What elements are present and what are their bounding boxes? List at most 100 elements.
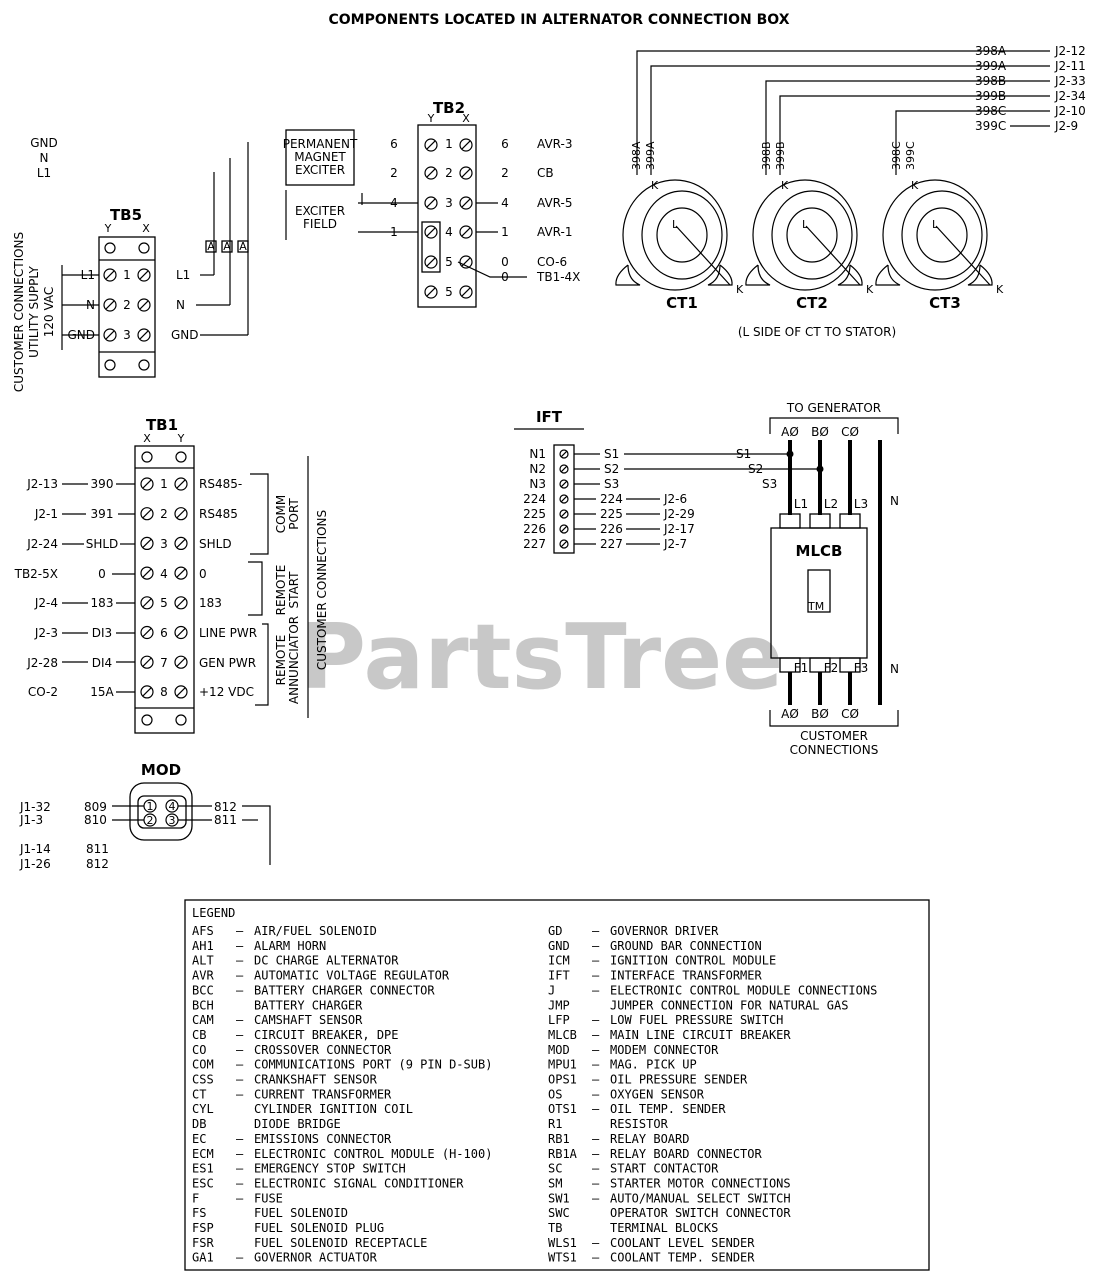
- tb1-row-src: J2-28: [26, 656, 58, 670]
- tb1-row-num: 4: [160, 567, 168, 581]
- mod-left-wire: 809: [84, 800, 107, 814]
- legend-abbr: ESC: [192, 1177, 214, 1191]
- terminal-screw-icon: [459, 138, 473, 152]
- legend-abbr: RB1A: [548, 1147, 578, 1161]
- terminal-screw-icon: [137, 328, 151, 342]
- mlcb-bottom-label: F1: [794, 661, 809, 675]
- legend-abbr: CYL: [192, 1102, 214, 1116]
- tb2-row-num: 3: [445, 196, 453, 210]
- legend-abbr: ALT: [192, 954, 214, 968]
- legend-abbr: ES1: [192, 1162, 214, 1176]
- tb1-row-num: 2: [160, 507, 168, 521]
- tb1-row-right: +12 VDC: [199, 685, 254, 699]
- legend-abbr: CT: [192, 1087, 206, 1101]
- legend-dash: –: [592, 1191, 600, 1205]
- terminal-screw-icon: [140, 507, 154, 521]
- tb1-row-num: 5: [160, 596, 168, 610]
- legend-desc: BATTERY CHARGER CONNECTOR: [254, 983, 435, 997]
- legend-desc: GOVERNOR DRIVER: [610, 924, 719, 938]
- ct2-label: CT2: [796, 294, 828, 312]
- tb1-row-src: J2-4: [34, 596, 58, 610]
- tb2-row-left: 2: [390, 166, 398, 180]
- legend-abbr: SWC: [548, 1206, 570, 1220]
- terminal-screws: [103, 138, 569, 699]
- terminal-screw-icon: [424, 166, 438, 180]
- legend-desc: AUTOMATIC VOLTAGE REGULATOR: [254, 969, 450, 983]
- mod-connector-body: [129, 782, 193, 841]
- terminal-screw-icon: [140, 596, 154, 610]
- ift-row-dest: J2-17: [663, 522, 695, 536]
- legend-desc: MODEM CONNECTOR: [610, 1043, 719, 1057]
- customer-connections-label: CONNECTIONS: [790, 743, 879, 757]
- tb1-customer-connections: CUSTOMER CONNECTIONS: [315, 510, 329, 670]
- tb2-row-wire: 2: [501, 166, 509, 180]
- ift-row-dest: J2-7: [663, 537, 687, 551]
- legend-desc: RELAY BOARD: [610, 1132, 689, 1146]
- terminal-screw-icon: [140, 655, 154, 669]
- tb1-row-num: 3: [160, 537, 168, 551]
- terminal-screw-icon: [459, 225, 473, 239]
- legend-dash: –: [236, 1147, 244, 1161]
- terminal-screw-icon: [103, 268, 117, 282]
- legend-dash: –: [592, 1147, 600, 1161]
- legend-desc: EMISSIONS CONNECTOR: [254, 1132, 392, 1146]
- legend-desc: CYLINDER IGNITION COIL: [254, 1102, 413, 1116]
- mod-pin: 3: [169, 814, 176, 827]
- tb2-row-wire: 0: [501, 255, 509, 269]
- ct2-wire-1: 398B: [760, 141, 773, 170]
- legend-abbr: AH1: [192, 939, 214, 953]
- legend-abbr: BCC: [192, 983, 214, 997]
- legend-dash: –: [236, 1191, 244, 1205]
- legend-dash: –: [236, 1251, 244, 1265]
- legend-desc: COOLANT LEVEL SENDER: [610, 1236, 755, 1250]
- tb1-section: TB1 X Y J2-13 390 1 RS485- J2-1 391 2 RS…: [14, 416, 329, 734]
- ct1-k-top: K: [651, 179, 659, 192]
- terminal-screw-icon: [174, 507, 188, 521]
- legend-desc: RESISTOR: [610, 1117, 669, 1131]
- mlcb-bottom-label: F2: [824, 661, 839, 675]
- ct-wire-dest: J2-34: [1054, 89, 1086, 103]
- ct3-k: K: [996, 283, 1004, 296]
- legend-title: LEGEND: [192, 906, 235, 920]
- tb1-row-num: 1: [160, 477, 168, 491]
- ift-row-left: 226: [523, 522, 546, 536]
- legend-dash: –: [592, 1013, 600, 1027]
- exciter-field-label: FIELD: [303, 217, 337, 231]
- tb5-row-num: 1: [123, 268, 131, 282]
- legend-dash: –: [592, 1043, 600, 1057]
- legend-dash: –: [592, 1073, 600, 1087]
- tb1-row-right: GEN PWR: [199, 656, 256, 670]
- legend-abbr: DB: [192, 1117, 206, 1131]
- tb2-section: TB2 Y X PERMANENT MAGNET EXCITER EXCITER…: [283, 99, 580, 308]
- legend-abbr: GA1: [192, 1251, 214, 1265]
- legend-abbr: FSP: [192, 1221, 214, 1235]
- phase-label-bottom: BØ: [811, 707, 829, 721]
- customer-connections-vertical: CUSTOMER CONNECTIONS: [12, 232, 26, 392]
- legend-abbr: MOD: [548, 1043, 570, 1057]
- ct3-k-top: K: [911, 179, 919, 192]
- ct-note: (L SIDE OF CT TO STATOR): [738, 325, 896, 339]
- ift-row-dest: J2-29: [663, 507, 695, 521]
- mod-right-wire: 812: [214, 800, 237, 814]
- legend-dash: –: [236, 1028, 244, 1042]
- tb2-row-dest: AVR-5: [537, 196, 572, 210]
- legend-abbr: RB1: [548, 1132, 570, 1146]
- terminal-screw-icon: [459, 255, 473, 269]
- to-generator-label: TO GENERATOR: [786, 401, 881, 415]
- legend-dash: –: [236, 954, 244, 968]
- legend-desc: OIL PRESSURE SENDER: [610, 1073, 748, 1087]
- legend-dash: –: [236, 1087, 244, 1101]
- supply-label-gnd: GND: [30, 136, 58, 150]
- legend-desc: CRANKSHAFT SENSOR: [254, 1073, 378, 1087]
- pme-label: PERMANENT: [283, 137, 358, 151]
- tb2-row-left: 6: [390, 137, 398, 151]
- terminal-screw-icon: [137, 268, 151, 282]
- terminal-screw-icon: [424, 196, 438, 210]
- ct-wire-dest: J2-9: [1054, 119, 1078, 133]
- ct1-label: CT1: [666, 294, 698, 312]
- neutral-label: N: [890, 662, 899, 676]
- legend-abbr: OTS1: [548, 1102, 577, 1116]
- terminal-screw-icon: [559, 494, 569, 504]
- ct-wire-dest: J2-11: [1054, 59, 1086, 73]
